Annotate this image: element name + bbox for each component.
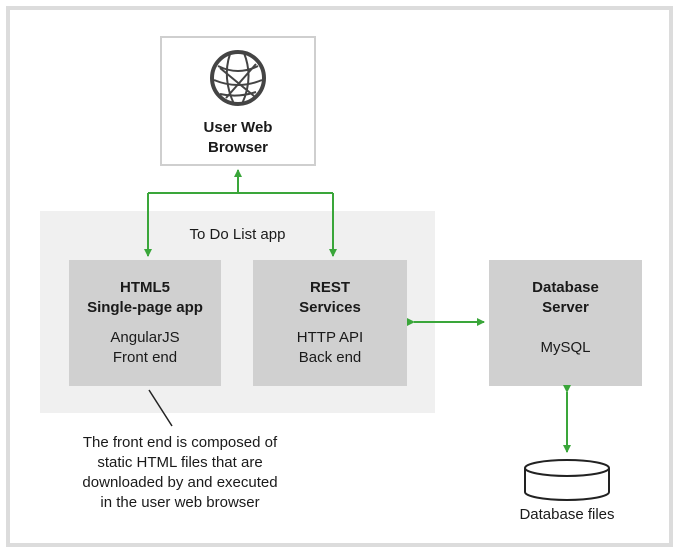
html5-title-line1: HTML5 [120, 279, 170, 296]
db-title-line1: Database [532, 279, 599, 296]
rest-sub-line2: Back end [298, 349, 362, 366]
globe-icon [210, 50, 266, 106]
html5-sub-line1: AngularJS [110, 329, 180, 346]
rest-title-line2: Services [299, 299, 361, 316]
note-line1: The front end is composed of [82, 434, 278, 451]
diagram-frame [6, 6, 673, 547]
html5-sub-line2: Front end [112, 349, 178, 366]
database-cylinder-icon [524, 459, 610, 501]
rest-sub-line1: HTTP API [296, 329, 364, 346]
db-sub-line1: MySQL [540, 339, 591, 356]
todo-app-title: To Do List app [189, 226, 286, 243]
browser-title-line2: Browser [207, 139, 269, 156]
rest-services-node: REST Services HTTP API Back end [253, 260, 407, 386]
note-line4: in the user web browser [100, 494, 260, 511]
database-files-label: Database files [519, 506, 615, 523]
note-pointer-line [148, 389, 173, 427]
note-line3: downloaded by and executed [82, 474, 278, 491]
user-web-browser-node: User Web Browser [160, 36, 316, 166]
browser-title-line1: User Web [203, 119, 273, 136]
note-line2: static HTML files that are [97, 454, 263, 471]
rest-title-line1: REST [309, 279, 350, 296]
database-server-node: Database Server MySQL [489, 260, 642, 386]
db-title-line2: Server [542, 299, 589, 316]
front-end-note: The front end is composed of static HTML… [50, 433, 310, 513]
html5-title-line2: Single-page app [87, 299, 203, 316]
html5-spa-node: HTML5 Single-page app AngularJS Front en… [69, 260, 221, 386]
